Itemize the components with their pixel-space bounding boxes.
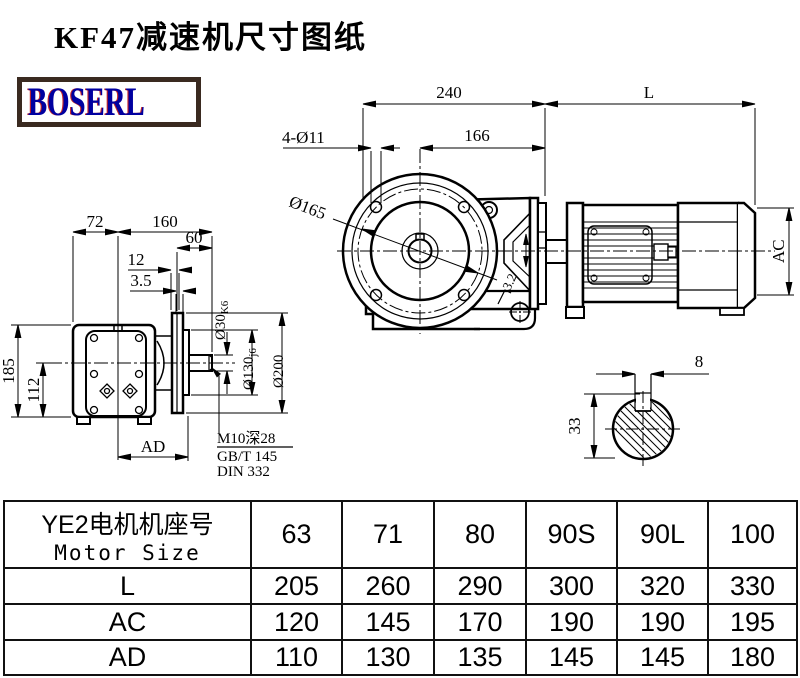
front-view: [337, 149, 775, 334]
col-100: 100: [707, 500, 798, 569]
table-row-L: L 205 260 290 300 320 330: [3, 567, 798, 605]
page-title: KF47减速机尺寸图纸: [54, 20, 368, 55]
col-90S: 90S: [525, 500, 618, 569]
roughness-mark: 3.2: [499, 271, 519, 292]
dimension-table: YE2电机机座号 Motor Size 63 71 80 90S 90L 100…: [3, 500, 798, 676]
technical-drawing: 72 160 60 12 3.5 185 112 AD Ø30K6 Ø130j6…: [0, 83, 794, 480]
dim-bolt-circle: Ø165: [287, 192, 329, 223]
table-header-row: YE2电机机座号 Motor Size 63 71 80 90S 90L 100: [3, 500, 798, 569]
dim-160: 160: [152, 212, 178, 231]
dim-166: 166: [464, 126, 490, 145]
dim-3-5: 3.5: [130, 271, 151, 290]
dim-72: 72: [87, 212, 104, 231]
dim-shaft-dia: Ø30K6: [213, 300, 231, 340]
col-90L: 90L: [616, 500, 709, 569]
shaft-section-view: [584, 370, 709, 467]
dim-AC: AC: [769, 239, 788, 263]
front-view-dimensions: [283, 100, 794, 296]
dim-12: 12: [128, 250, 145, 269]
dim-hub-dia: Ø130j6: [241, 348, 259, 390]
side-view: [48, 236, 235, 460]
col-80: 80: [433, 500, 527, 569]
dim-bolt-holes: 4-Ø11: [282, 128, 325, 147]
std-gbt: GB/T 145: [217, 449, 277, 465]
boserl-logo: BOSERL: [17, 77, 202, 127]
dim-L: L: [644, 83, 654, 102]
dim-AD: AD: [141, 437, 166, 456]
std-din: DIN 332: [217, 464, 270, 480]
dim-key-width: 8: [695, 352, 704, 371]
side-view-dimensions: [11, 228, 293, 461]
tap-note: M10深28: [217, 430, 275, 447]
dim-112: 112: [24, 378, 43, 403]
dim-flange-dia: Ø200: [271, 355, 287, 388]
dim-185: 185: [0, 358, 18, 384]
table-row-AC: AC 120 145 170 190 190 195: [3, 603, 798, 641]
dim-240: 240: [436, 83, 462, 102]
col-71: 71: [341, 500, 435, 569]
dim-key-height: 33: [565, 418, 584, 435]
table-row-AD: AD 110 130 135 145 145 180: [3, 639, 798, 676]
logo-text: BOSERL: [28, 79, 145, 124]
dim-60: 60: [186, 228, 203, 247]
col-63: 63: [250, 500, 343, 569]
header-motor-size: YE2电机机座号 Motor Size: [3, 500, 252, 569]
